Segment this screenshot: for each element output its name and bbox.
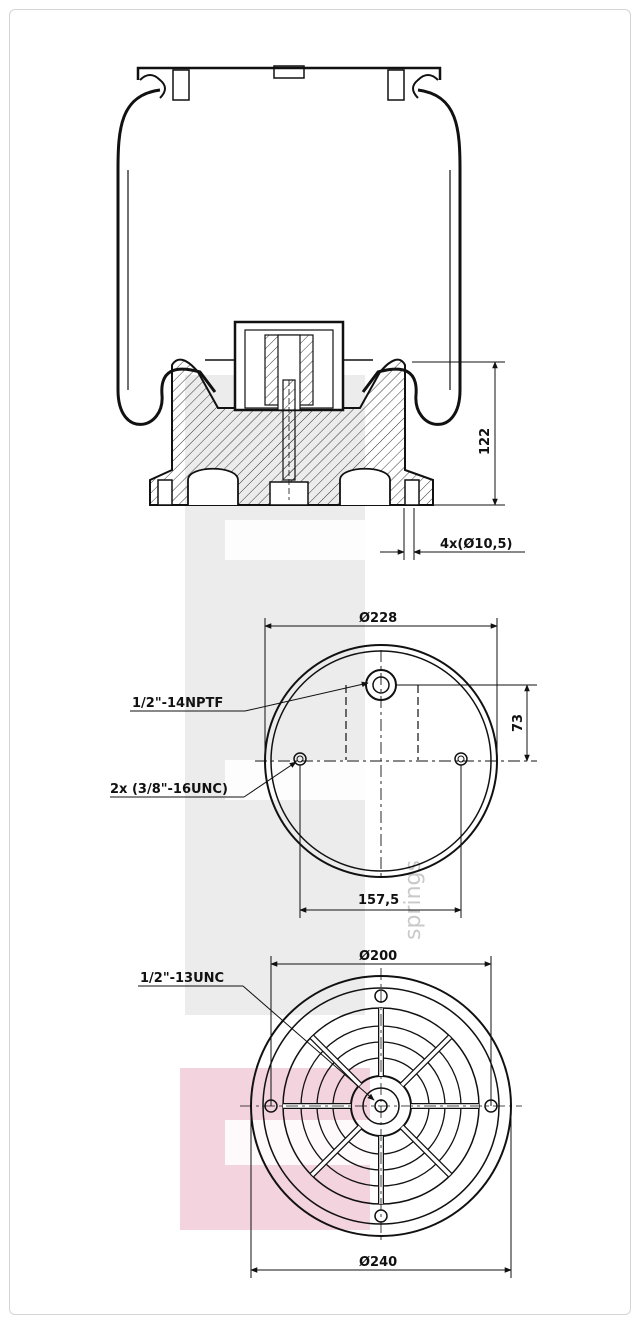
dim-height-label: 122	[478, 428, 493, 455]
center-thread-label: 1/2"-13UNC	[140, 971, 224, 986]
dim-holes-label: 4x(Ø10,5)	[440, 537, 512, 552]
watermark-gap-2	[225, 760, 365, 800]
bellow-outline	[116, 88, 217, 426]
top-plate	[136, 66, 442, 80]
side-view-dimensions	[380, 361, 525, 560]
port-thread-label: 1/2"-14NPTF	[132, 696, 223, 711]
dim-diameter-label: Ø228	[359, 611, 397, 626]
dim-outer-diameter-label: Ø240	[359, 1255, 397, 1270]
studs-thread-label: 2x (3/8"-16UNC)	[110, 782, 228, 797]
bottom-view-dimensions	[138, 956, 512, 1278]
dim-spacing-label: 157,5	[358, 893, 399, 908]
watermark-gap-1	[225, 520, 365, 560]
dim-inner-diameter-label: Ø200	[359, 949, 397, 964]
side-view	[116, 65, 462, 506]
top-view-dimensions	[110, 618, 537, 918]
stud-right	[454, 752, 468, 766]
dim-offset-label: 73	[511, 714, 526, 732]
